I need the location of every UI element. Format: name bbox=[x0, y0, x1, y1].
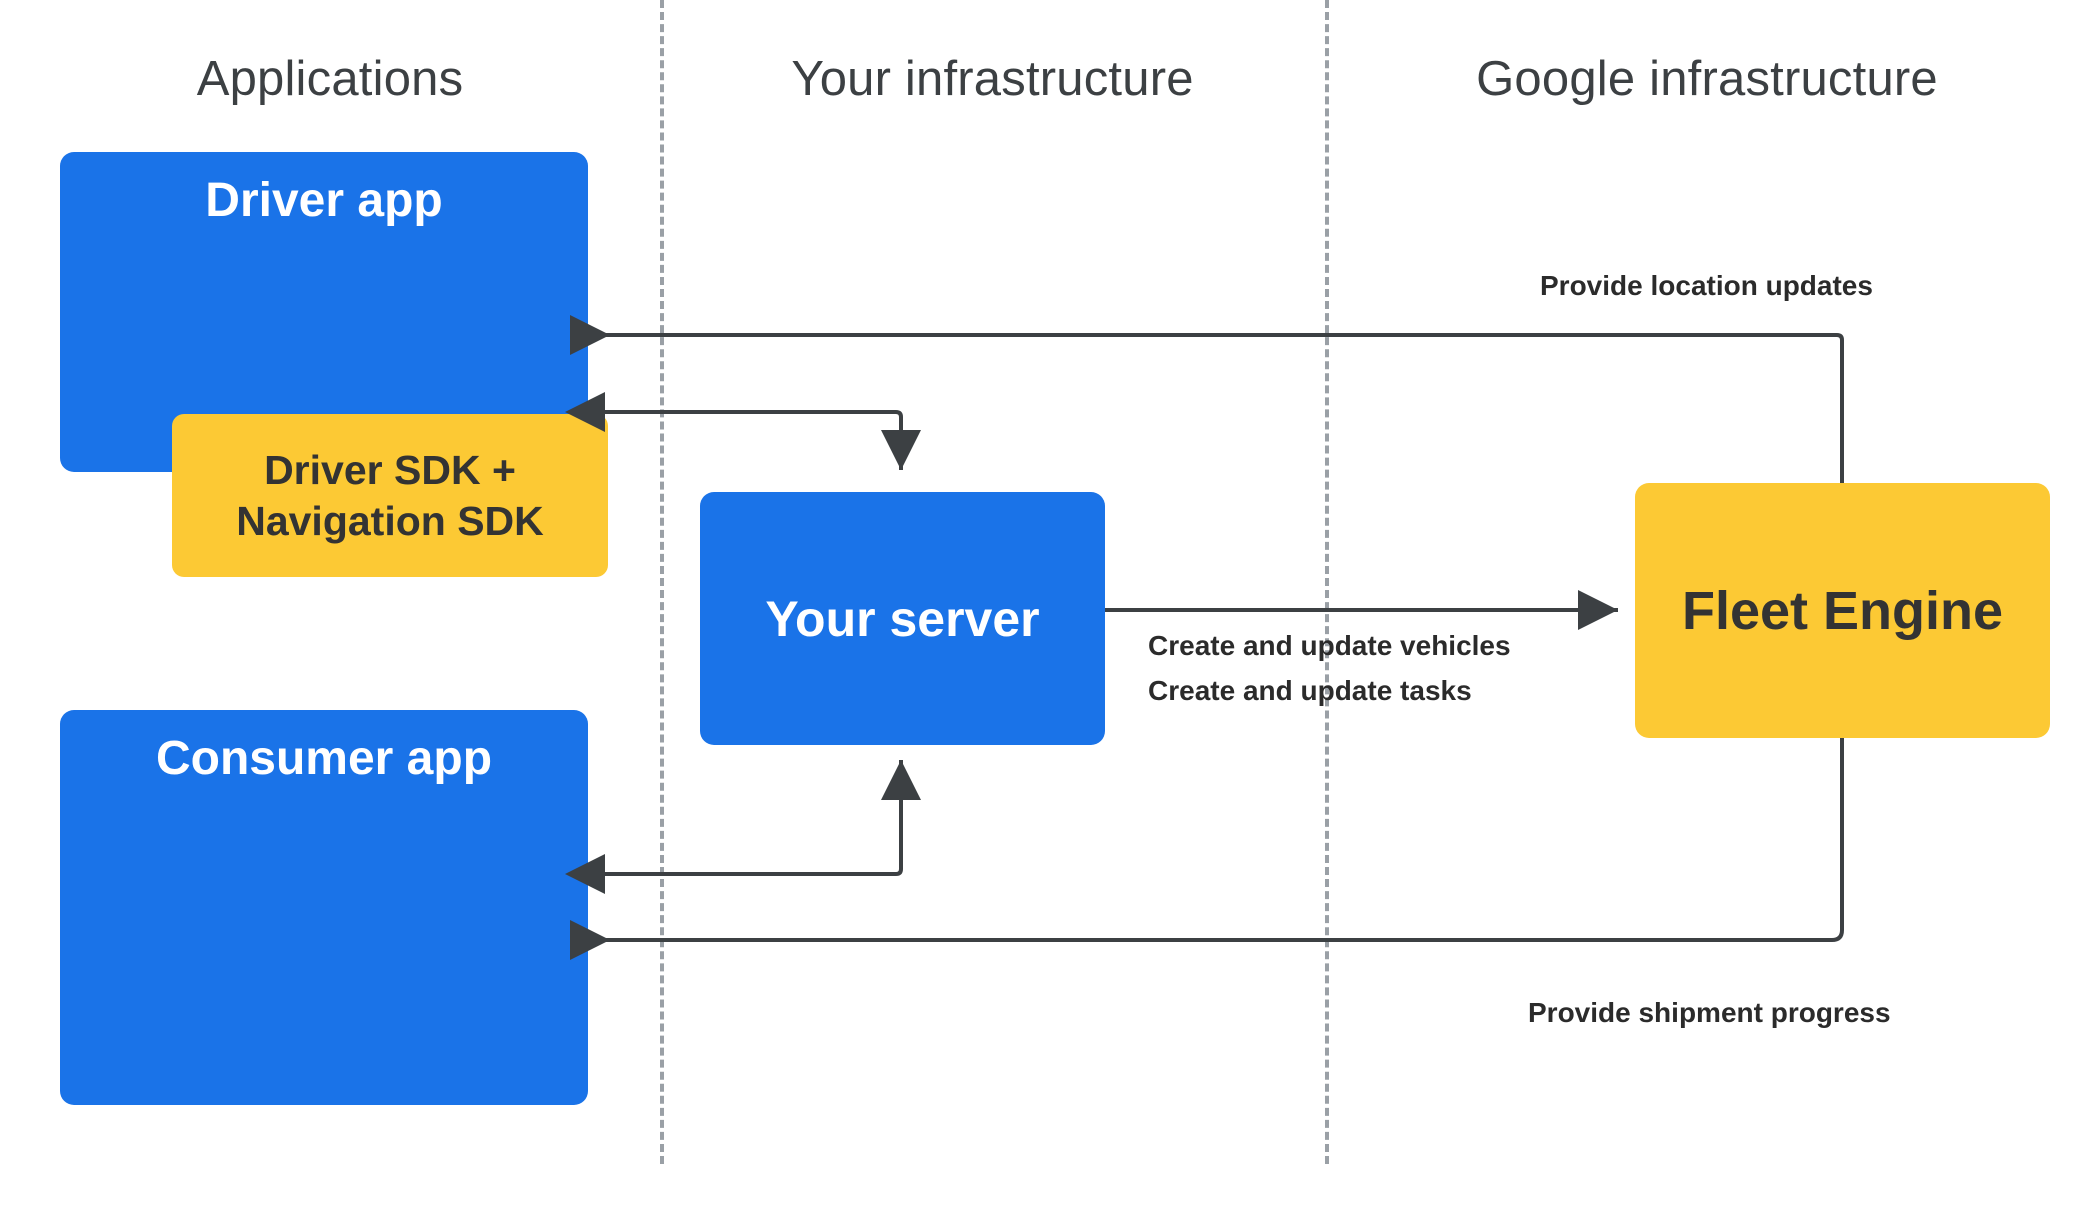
edge-label-create-and-update-tasks: Create and update tasks bbox=[1148, 675, 1472, 706]
driver-app-title: Driver app bbox=[205, 174, 443, 227]
edge-label-create-and-update-vehicles: Create and update vehicles bbox=[1148, 630, 1511, 661]
column-header-google-infrastructure: Google infrastructure bbox=[1476, 52, 1938, 106]
divider-applications-infrastructure bbox=[660, 0, 664, 1164]
node-fleet-engine: Fleet Engine bbox=[1635, 483, 2050, 738]
divider-infrastructure-google bbox=[1325, 0, 1329, 1164]
edge-label-provide-location-updates: Provide location updates bbox=[1540, 270, 1873, 301]
edge-fleet-engine-to-shipment-tracking bbox=[570, 738, 1844, 960]
edge-your-server-consumer-app bbox=[565, 760, 921, 894]
column-header-your-infrastructure: Your infrastructure bbox=[791, 52, 1194, 106]
node-consumer-app: Consumer app Shipment Tracking Library +… bbox=[60, 710, 588, 1105]
consumer-app-title: Consumer app bbox=[155, 732, 493, 785]
edge-driver-app-your-server bbox=[565, 392, 921, 470]
node-your-server: Your server bbox=[700, 492, 1105, 745]
column-header-applications: Applications bbox=[196, 52, 464, 106]
driver-sdk-line-2: Navigation SDK bbox=[236, 497, 544, 544]
node-driver-sdk: Driver SDK + Navigation SDK bbox=[172, 414, 608, 577]
edge-fleet-engine-to-driver-sdk bbox=[570, 315, 1844, 483]
driver-sdk-line-1: Driver SDK + bbox=[264, 447, 516, 494]
node-driver-app: Driver app Driver SDK + Navigation SDK bbox=[60, 152, 608, 577]
edge-label-provide-shipment-progress: Provide shipment progress bbox=[1528, 997, 1891, 1028]
